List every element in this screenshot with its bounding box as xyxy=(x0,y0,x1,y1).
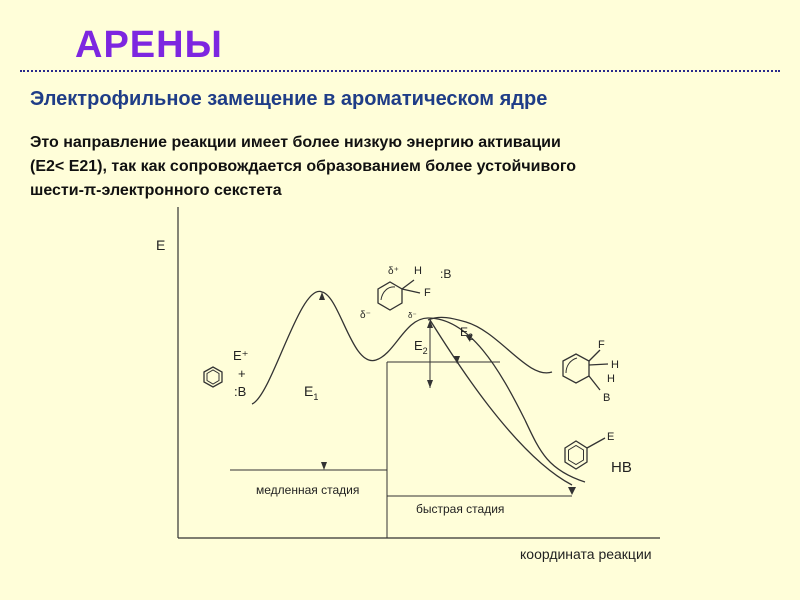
slide-title: АРЕНЫ xyxy=(75,24,223,66)
e1-label: E1 xyxy=(304,383,318,402)
reactant-base: :B xyxy=(234,384,246,399)
title-divider xyxy=(20,70,780,72)
reactant-plus: + xyxy=(238,366,246,381)
descent-curve xyxy=(429,319,573,486)
product-level-arrow xyxy=(568,487,576,495)
product-substituent: E xyxy=(607,431,614,443)
e2-label-left: E2 xyxy=(414,338,428,356)
intermediate-delta-minus-2: δ⁻ xyxy=(408,311,417,320)
x-axis-label: координата реакции xyxy=(520,546,652,562)
product-benzene-icon xyxy=(564,437,606,470)
slow-stage-label: медленная стадия xyxy=(256,483,359,497)
paragraph-line-3: шести-π-электронного секстета xyxy=(30,182,282,199)
peak-arrow xyxy=(319,292,325,300)
descent-arrow xyxy=(466,334,472,342)
e2-label-right: E2 xyxy=(460,325,473,342)
alternative-curve xyxy=(427,316,553,374)
intermediate-delta-plus: δ⁺ xyxy=(388,266,399,277)
slow-stage-arrow xyxy=(321,462,327,470)
sigma-bottom-label: B xyxy=(603,392,610,404)
paragraph-line-2: (Е2< Е21), так как сопровождается образо… xyxy=(30,158,577,175)
fast-stage-arrow xyxy=(454,356,460,364)
energy-curve xyxy=(251,291,586,483)
sigma-complex-icon xyxy=(562,349,609,391)
fast-stage-label: быстрая стадия xyxy=(416,502,504,516)
sigma-h1-label: H xyxy=(611,359,619,371)
sigma-h2-label: H xyxy=(607,373,615,385)
e2-arrow-head-bottom xyxy=(427,380,433,388)
intermediate-base: :B xyxy=(440,267,451,281)
intermediate-delta-minus: δ⁻ xyxy=(360,310,371,321)
intermediate-f-label: F xyxy=(424,287,431,299)
slide-subtitle: Электрофильное замещение в ароматическом… xyxy=(30,88,548,110)
e2-arrow-head-top xyxy=(427,320,433,328)
sigma-top-label: F xyxy=(598,339,605,351)
intermediate-complex-icon xyxy=(377,279,421,311)
intermediate-h-label: H xyxy=(414,265,422,277)
reactant-benzene-icon xyxy=(203,366,223,388)
explanation-paragraph: Это направление реакции имеет более низк… xyxy=(30,131,770,203)
paragraph-line-1: Это направление реакции имеет более низк… xyxy=(30,134,561,151)
y-axis-label: E xyxy=(156,237,165,253)
product-byproduct: HB xyxy=(611,459,632,476)
reactant-reagent: E⁺ xyxy=(233,348,249,363)
